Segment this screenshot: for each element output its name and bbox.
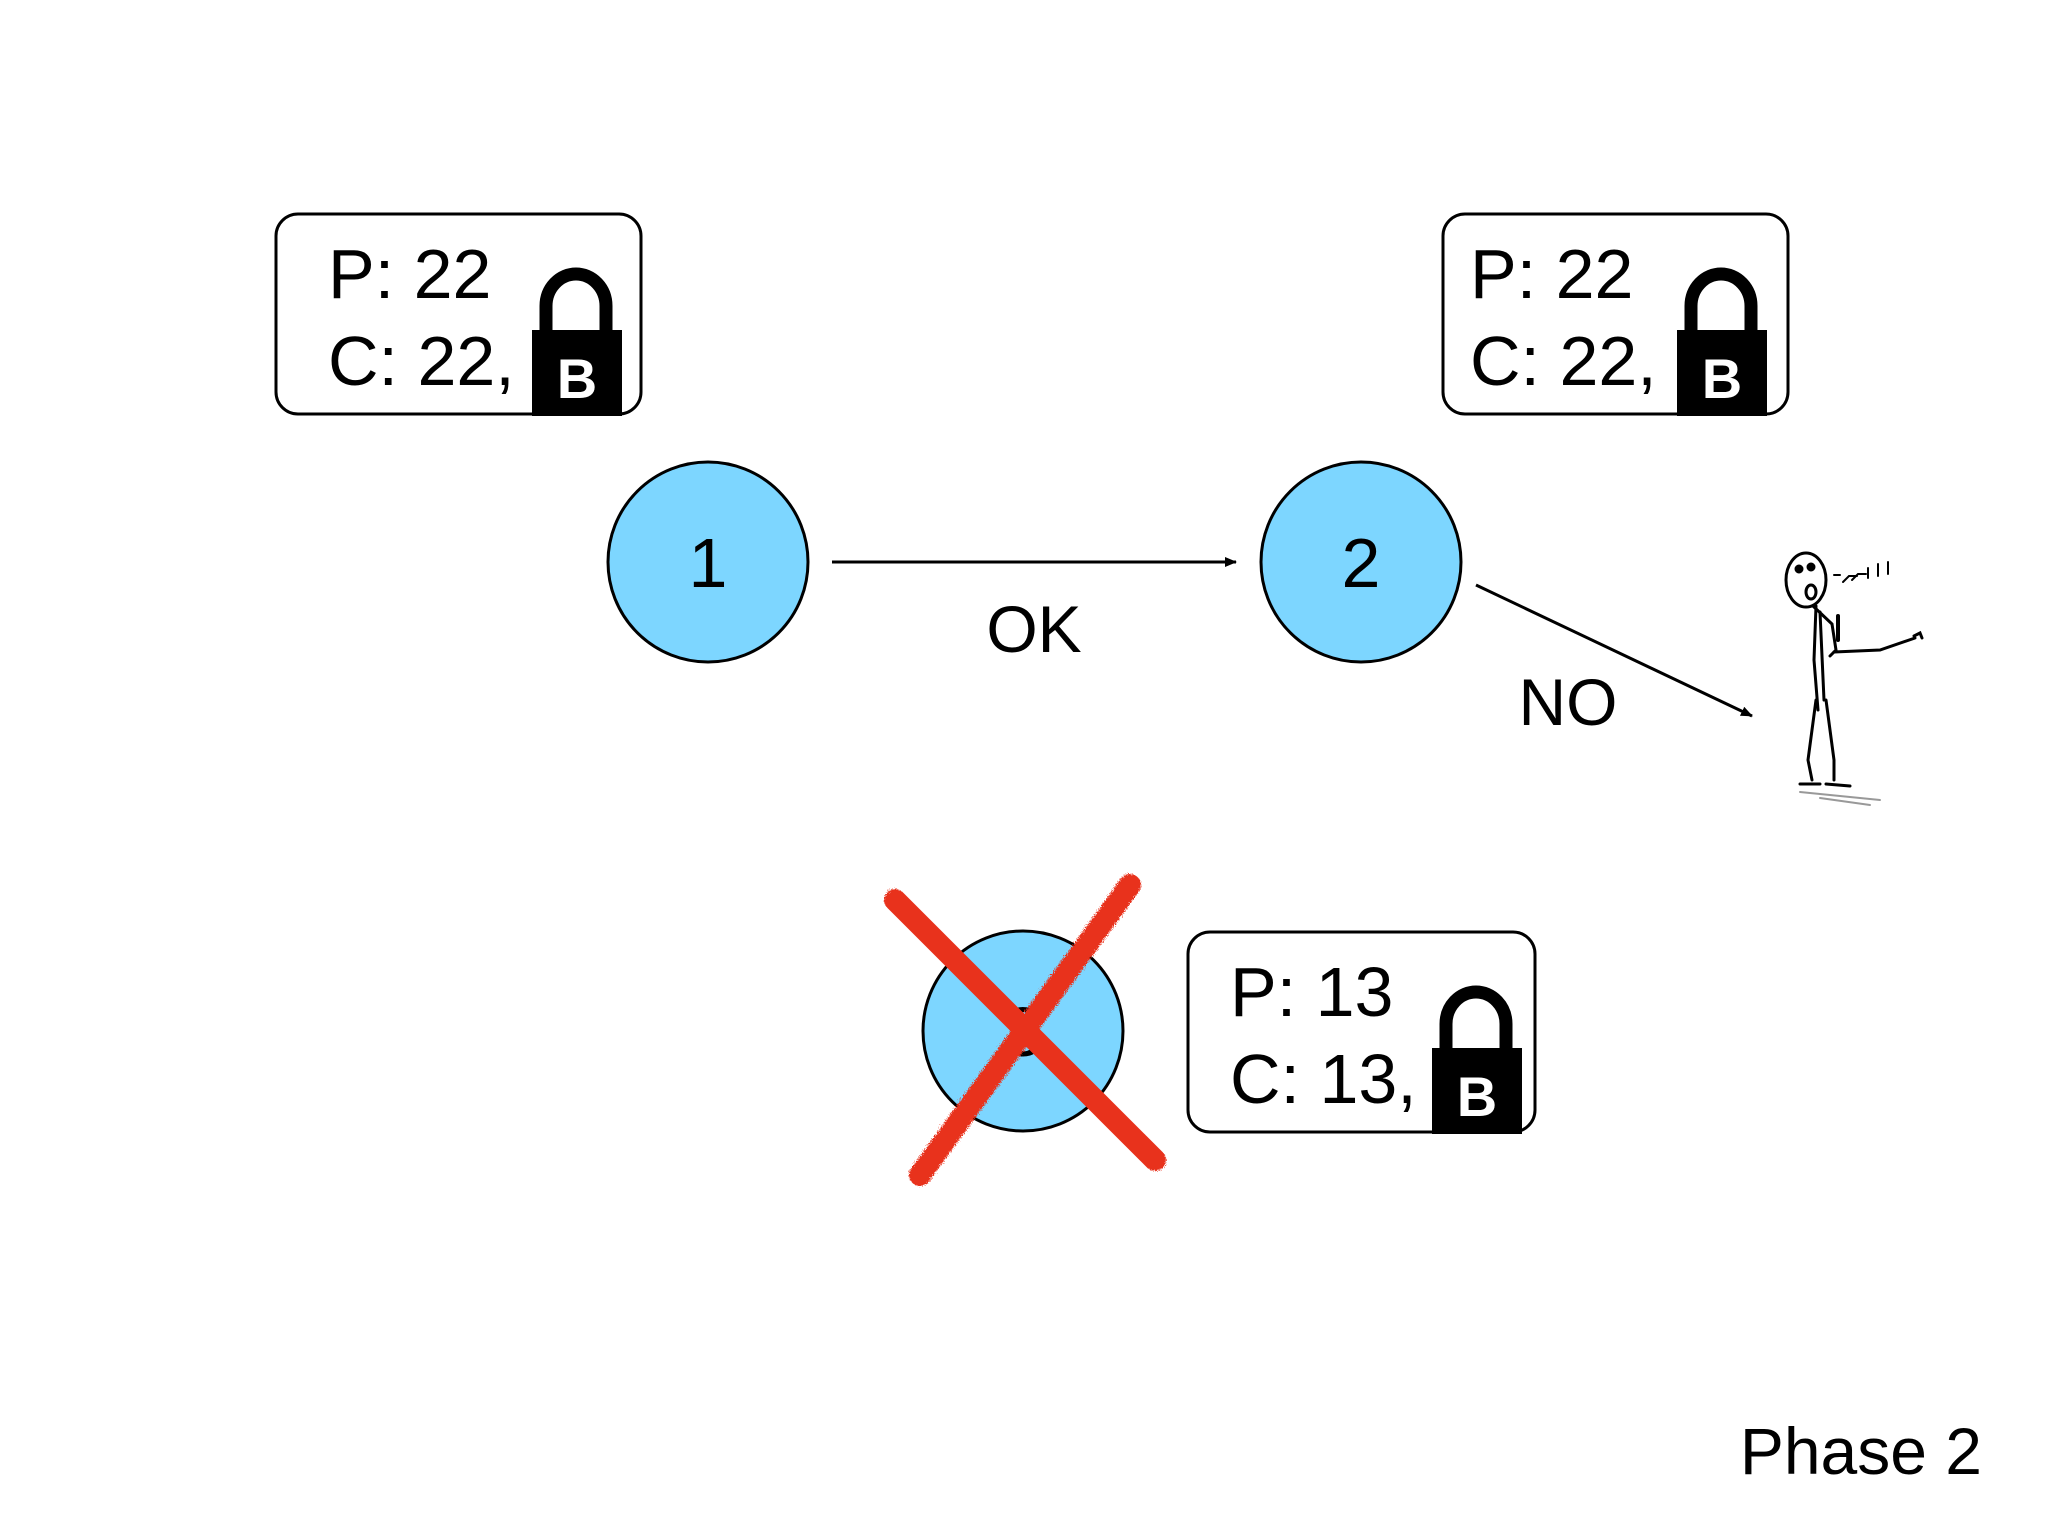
state-box-node-1: P: 22 C: 22, B xyxy=(274,212,643,416)
state-box-2-commit: C: 22, xyxy=(1470,322,1657,400)
edge-node-2-to-singer: NO xyxy=(1475,583,1753,739)
node-1-label: 1 xyxy=(689,524,728,602)
state-box-2-proposal: P: 22 xyxy=(1470,235,1633,313)
node-2: 2 xyxy=(1259,460,1463,664)
state-box-node-2: P: 22 C: 22, B xyxy=(1441,212,1790,416)
state-box-3-proposal: P: 13 xyxy=(1230,953,1393,1031)
lock-letter: B xyxy=(1457,1065,1497,1128)
lock-icon: B xyxy=(1432,985,1522,1134)
state-box-3-commit: C: 13, xyxy=(1230,1040,1417,1118)
state-box-1-proposal: P: 22 xyxy=(328,235,491,313)
singing-person-icon xyxy=(1784,551,1924,806)
phase-label: Phase 2 xyxy=(1740,1414,1982,1488)
edge-label-no: NO xyxy=(1519,665,1618,739)
lock-icon: B xyxy=(1677,267,1767,416)
lock-icon: B xyxy=(532,267,622,416)
state-box-1-commit: C: 22, xyxy=(328,322,515,400)
node-2-label: 2 xyxy=(1342,524,1381,602)
node-1: 1 xyxy=(606,460,810,664)
state-box-node-3: P: 13 C: 13, B xyxy=(1186,930,1537,1134)
edge-label-ok: OK xyxy=(986,592,1081,666)
lock-letter: B xyxy=(557,347,597,410)
edge-node-1-to-node-2: OK xyxy=(832,557,1237,666)
lock-letter: B xyxy=(1702,347,1742,410)
cross-out-icon xyxy=(884,874,1166,1186)
